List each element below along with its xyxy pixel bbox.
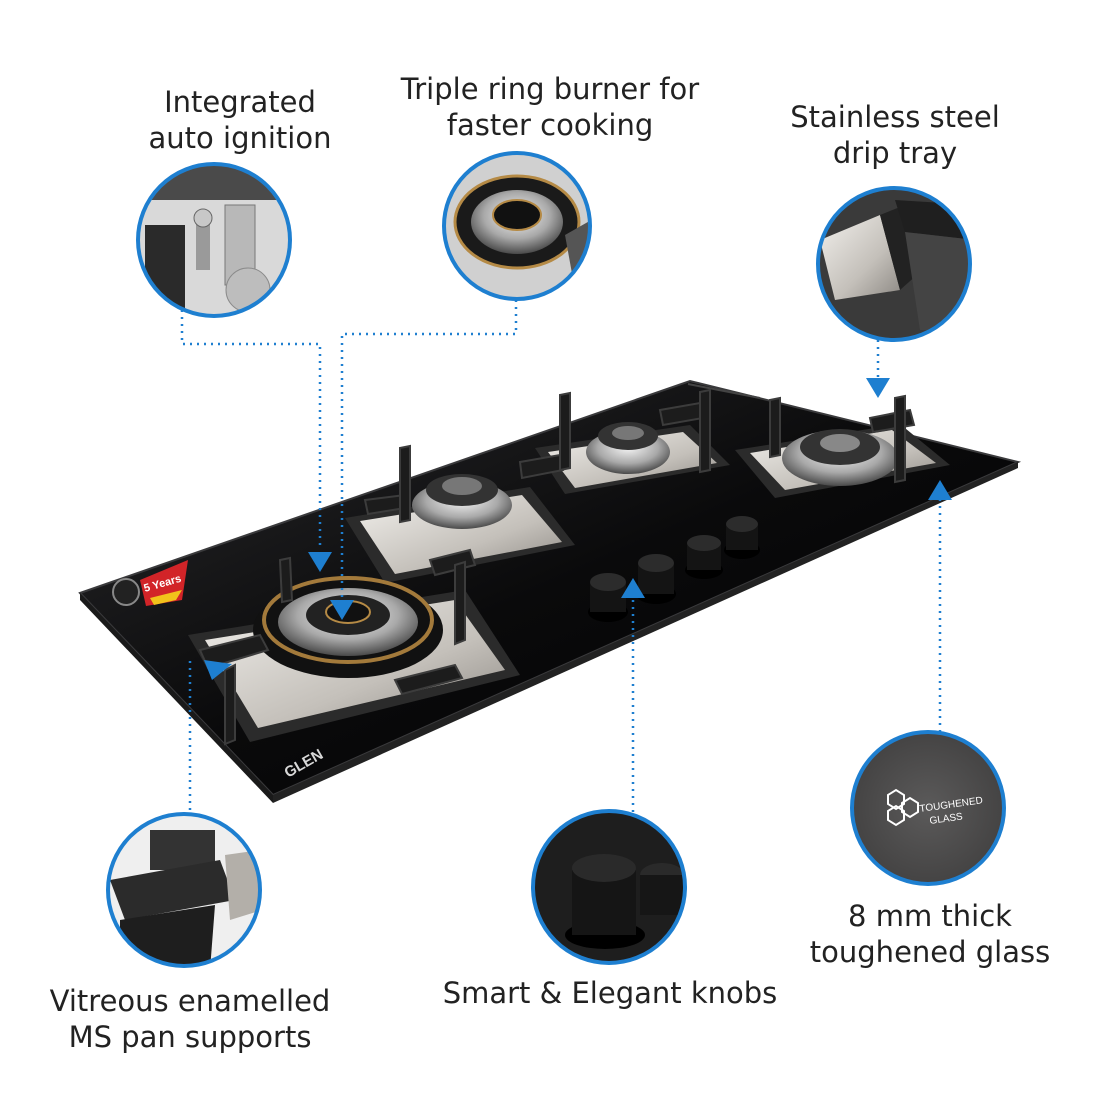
knob-3 bbox=[685, 535, 723, 579]
arrow-right-icon bbox=[204, 660, 232, 680]
arrow-heads bbox=[204, 378, 952, 680]
warranty-badge: 5 Years bbox=[112, 560, 188, 606]
burner-back-middle bbox=[586, 422, 670, 474]
detail-circle-triple-ring-burner bbox=[442, 151, 592, 301]
detail-circle-drip-tray bbox=[816, 186, 972, 342]
burner-back-right bbox=[782, 429, 898, 486]
feature-label-knobs: Smart & Elegant knobs bbox=[442, 976, 778, 1010]
feature-label-triple-ring-burner: Triple ring burner for faster cooking bbox=[400, 72, 700, 142]
leader-line-ignition bbox=[180, 310, 322, 550]
detail-circle-toughened-glass: TOUGHENED GLASS bbox=[850, 730, 1006, 886]
leader-line-burner bbox=[340, 300, 518, 600]
detail-circle-pan-supports bbox=[106, 812, 262, 968]
knob-2 bbox=[636, 554, 676, 604]
arrow-up-icon bbox=[621, 578, 645, 598]
feature-label-auto-ignition: Integrated auto ignition bbox=[148, 85, 332, 155]
feature-label-pan-supports: Vitreous enamelled MS pan supports bbox=[49, 984, 331, 1054]
certification-seal-icon bbox=[112, 578, 140, 606]
leader-lines bbox=[180, 300, 942, 824]
knob-1 bbox=[588, 573, 628, 622]
arrow-down-icon bbox=[866, 378, 890, 398]
arrow-up-icon bbox=[928, 480, 952, 500]
hexagon-icon bbox=[887, 788, 919, 827]
arrow-down-icon bbox=[308, 552, 332, 572]
burner-front-left bbox=[253, 576, 443, 678]
detail-circle-auto-ignition bbox=[136, 162, 292, 318]
feature-label-toughened-glass: 8 mm thick toughened glass bbox=[809, 899, 1051, 969]
glass-badge-line2: GLASS bbox=[929, 811, 964, 827]
burner-back-left bbox=[412, 474, 512, 529]
feature-label-drip-tray: Stainless steel drip tray bbox=[790, 100, 1000, 170]
knob-4 bbox=[724, 516, 760, 559]
control-knobs bbox=[588, 516, 760, 622]
arrow-down-icon bbox=[330, 600, 354, 620]
detail-circle-knobs bbox=[531, 809, 687, 965]
glass-edge-highlight bbox=[687, 383, 761, 399]
